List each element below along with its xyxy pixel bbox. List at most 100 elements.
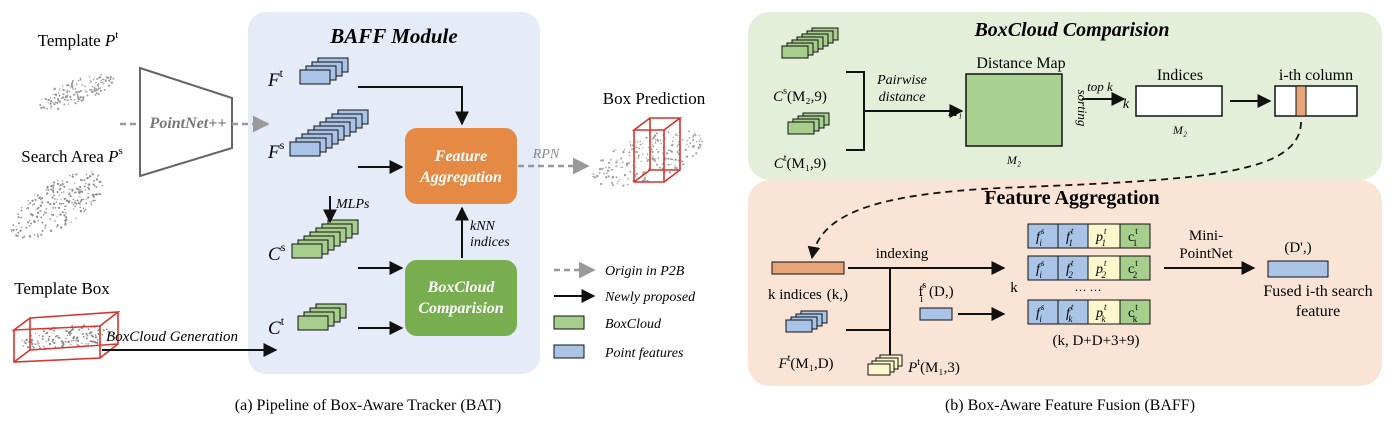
point	[84, 85, 86, 88]
point	[56, 179, 59, 181]
point	[65, 215, 67, 218]
point	[670, 163, 672, 166]
point	[46, 107, 49, 110]
point	[90, 80, 93, 83]
point	[659, 166, 661, 169]
point	[616, 183, 618, 185]
point	[71, 324, 73, 327]
point	[106, 328, 108, 331]
point	[31, 342, 34, 346]
point	[65, 337, 67, 340]
point	[52, 102, 54, 104]
point	[85, 343, 87, 345]
point	[91, 88, 93, 90]
point	[109, 332, 112, 334]
point	[74, 200, 76, 202]
boxcloud-comparision-line1: BoxCloud	[427, 279, 496, 296]
point	[67, 340, 70, 344]
ith-column-box	[1274, 85, 1358, 117]
point	[74, 191, 76, 194]
point	[49, 202, 52, 206]
point	[10, 231, 13, 233]
k-label-matrix: k	[1010, 280, 1018, 296]
point	[95, 81, 97, 84]
point	[85, 182, 87, 185]
point	[64, 208, 66, 211]
point	[55, 94, 58, 97]
point	[99, 81, 102, 83]
knn-label-1: kNN	[470, 219, 496, 234]
point	[67, 103, 69, 105]
point	[639, 140, 642, 143]
point	[40, 216, 43, 219]
stack-card	[787, 121, 815, 135]
point	[76, 343, 78, 345]
point	[639, 143, 642, 146]
point	[686, 143, 688, 146]
point	[64, 221, 67, 223]
point	[45, 207, 47, 210]
point	[692, 154, 694, 157]
point	[41, 201, 44, 204]
point	[30, 222, 33, 225]
point	[72, 337, 75, 340]
matrix-dims: (k, D+D+3+9)	[1052, 333, 1139, 349]
pairwise-label-2: distance	[879, 90, 926, 105]
point	[681, 160, 684, 163]
pt-label: Pt(M₁,3)	[907, 357, 960, 376]
point	[651, 139, 654, 141]
point	[56, 335, 59, 337]
point	[41, 335, 44, 338]
point	[65, 212, 67, 214]
point	[81, 84, 83, 86]
point	[106, 76, 110, 80]
stack-card	[785, 319, 813, 333]
point	[12, 224, 15, 226]
point	[620, 157, 623, 160]
point	[647, 146, 650, 149]
point	[50, 213, 53, 216]
point	[101, 334, 104, 336]
point	[100, 181, 102, 183]
point	[83, 179, 86, 182]
point	[81, 96, 84, 99]
point	[78, 185, 82, 189]
point	[677, 135, 679, 137]
point	[52, 187, 54, 189]
point	[91, 90, 94, 94]
k-label-top: k	[1123, 97, 1130, 112]
indices-label: Indices	[1157, 67, 1203, 84]
point	[89, 82, 91, 84]
matrix-cell	[1057, 299, 1089, 325]
point	[74, 182, 76, 184]
point	[52, 202, 55, 205]
point	[602, 160, 604, 162]
caption-b: (b) Box-Aware Feature Fusion (BAFF)	[945, 397, 1195, 414]
point	[17, 216, 20, 219]
point	[598, 168, 602, 171]
point	[694, 134, 697, 137]
point	[692, 134, 695, 137]
point	[82, 99, 84, 102]
point	[63, 185, 66, 188]
point	[81, 342, 83, 345]
point	[611, 184, 614, 187]
point	[32, 213, 34, 216]
point	[58, 202, 61, 205]
point	[607, 175, 610, 178]
point	[592, 175, 594, 178]
point	[80, 96, 82, 98]
point	[59, 337, 61, 339]
point	[45, 340, 48, 343]
template-box-icon	[11, 311, 121, 363]
point	[44, 224, 47, 227]
point	[48, 342, 52, 346]
point	[42, 330, 45, 333]
point	[619, 179, 621, 181]
point	[667, 131, 670, 134]
ft-stack-right	[785, 310, 828, 333]
